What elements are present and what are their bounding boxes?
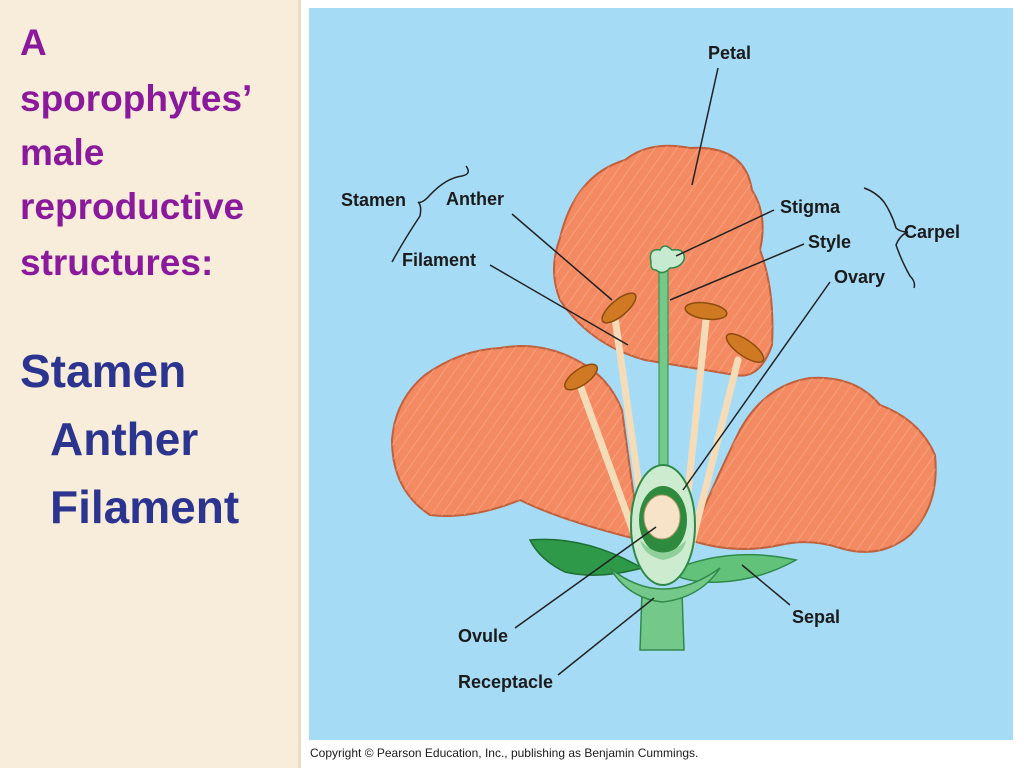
label-style: Style <box>808 232 851 252</box>
label-ovary: Ovary <box>834 267 885 287</box>
label-stigma: Stigma <box>780 197 841 217</box>
style <box>659 268 668 473</box>
sepal-left <box>530 539 642 575</box>
label-receptacle: Receptacle <box>458 672 553 692</box>
label-anther: Anther <box>446 189 504 209</box>
label-ovule: Ovule <box>458 626 508 646</box>
copyright-notice: Copyright © Pearson Education, Inc., pub… <box>310 746 698 760</box>
label-carpel: Carpel <box>904 222 960 242</box>
label-filament: Filament <box>402 250 476 270</box>
label-stamen: Stamen <box>341 190 406 210</box>
label-petal: Petal <box>708 43 751 63</box>
label-sepal: Sepal <box>792 607 840 627</box>
